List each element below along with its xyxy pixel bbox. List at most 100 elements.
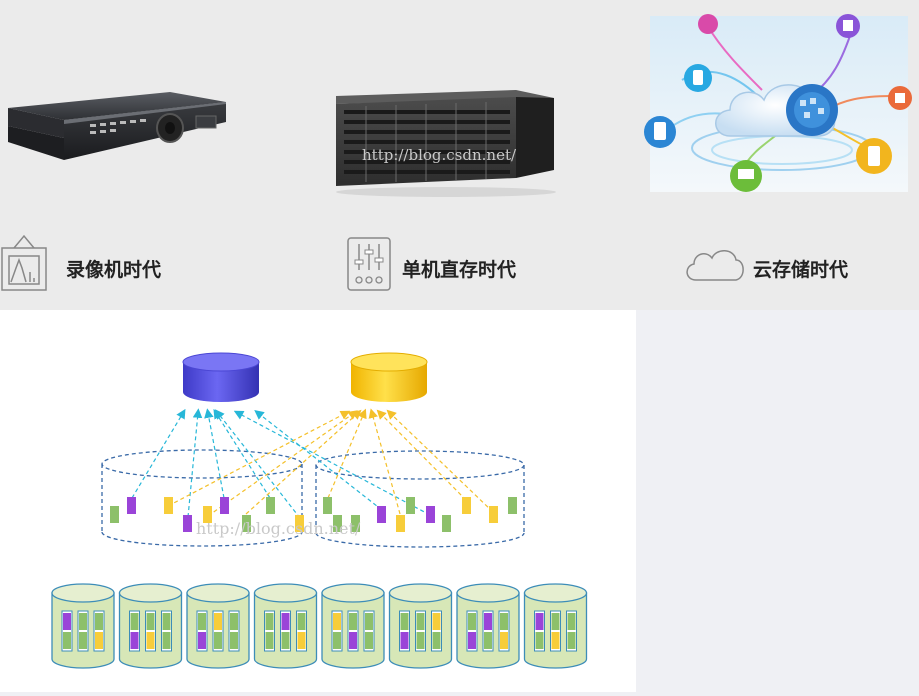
era-panel-standalone: http://blog.csdn.net/ 单机直存时代	[306, 0, 612, 310]
data-block	[95, 613, 103, 630]
disk-cylinder	[253, 583, 318, 669]
distributed-storage-diagram: http://blog.csdn.net/	[0, 310, 636, 692]
era-label-dvr: 录像机时代	[66, 259, 162, 281]
data-block	[63, 632, 71, 649]
data-block	[500, 632, 508, 649]
data-block	[468, 632, 476, 649]
data-block	[432, 632, 441, 649]
data-block	[281, 632, 290, 649]
watermark-top: http://blog.csdn.net/	[362, 146, 517, 164]
data-block	[79, 613, 87, 630]
data-block	[365, 613, 373, 630]
disk-slot	[212, 610, 224, 652]
data-block	[400, 613, 409, 630]
data-block	[535, 632, 544, 649]
disk-cylinder	[456, 583, 520, 669]
era-label-standalone: 单机直存时代	[402, 259, 517, 281]
disk-slot	[363, 610, 375, 652]
data-block	[297, 632, 306, 649]
data-block	[432, 613, 441, 630]
disk-slot	[280, 610, 291, 652]
data-block	[484, 613, 492, 630]
disk-array	[51, 583, 588, 669]
disk-slot	[264, 610, 275, 652]
era-panel-cloud: 云存储时代	[612, 0, 919, 310]
data-block	[551, 613, 560, 630]
data-block	[349, 632, 357, 649]
disk-slot	[534, 610, 545, 652]
disk-slot	[399, 610, 410, 652]
data-block	[484, 632, 492, 649]
data-block	[468, 613, 476, 630]
disk-slot	[347, 610, 359, 652]
disk-slot	[93, 610, 105, 652]
data-block	[416, 613, 425, 630]
data-block	[198, 613, 206, 630]
data-block	[297, 613, 306, 630]
disk-slot	[482, 610, 494, 652]
disk-cylinder	[186, 583, 250, 669]
disk-slot	[77, 610, 89, 652]
disk-slot	[566, 610, 577, 652]
disk-slot	[296, 610, 307, 652]
data-block	[281, 613, 290, 630]
disk-cylinder	[118, 583, 183, 669]
disk-slot	[228, 610, 240, 652]
data-block	[130, 613, 139, 630]
era-panel-dvr: 录像机时代	[0, 0, 306, 310]
disk-cylinder	[388, 583, 453, 669]
rack-storage-server-image: http://blog.csdn.net/	[336, 90, 556, 197]
data-block	[551, 632, 560, 649]
left-group-blocks	[110, 497, 304, 532]
data-block	[79, 632, 87, 649]
dvr-recorder-image	[8, 92, 226, 160]
right-group-blocks	[323, 497, 517, 532]
data-block	[146, 613, 155, 630]
data-block	[146, 632, 155, 649]
data-block	[214, 613, 222, 630]
data-block	[95, 632, 103, 649]
disk-cylinder	[523, 583, 588, 669]
disk-slot	[61, 610, 73, 652]
disk-slot	[196, 610, 208, 652]
data-block	[230, 632, 238, 649]
data-block	[265, 632, 274, 649]
yellow-data-cylinder	[350, 352, 428, 402]
cloud-network-illustration	[644, 14, 912, 192]
disk-slot	[550, 610, 561, 652]
disk-slot	[498, 610, 510, 652]
data-block	[162, 613, 171, 630]
tower-frame-icon	[1, 234, 47, 291]
node-group-right	[315, 450, 525, 548]
diagram-canvas: http://blog.csdn.net/	[51, 352, 588, 669]
data-block	[333, 613, 341, 630]
disk-slot	[431, 610, 442, 652]
data-block	[265, 613, 274, 630]
data-block	[567, 632, 576, 649]
data-block	[214, 632, 222, 649]
blue-data-cylinder	[182, 352, 260, 402]
disk-slot	[145, 610, 156, 652]
data-block	[333, 632, 341, 649]
disk-slot	[415, 610, 426, 652]
equalizer-icon	[347, 237, 391, 291]
data-block	[230, 613, 238, 630]
disk-cylinder	[321, 583, 385, 669]
yellow-replication-arrows	[167, 408, 494, 517]
disk-slot	[331, 610, 343, 652]
data-block	[567, 613, 576, 630]
empty-area	[636, 310, 919, 692]
data-block	[349, 613, 357, 630]
watermark-bottom: http://blog.csdn.net/	[196, 519, 361, 538]
disk-slot	[161, 610, 172, 652]
era-label-cloud: 云存储时代	[753, 259, 849, 281]
data-block	[500, 613, 508, 630]
cloud-icon	[686, 250, 744, 281]
disk-slot	[466, 610, 478, 652]
data-block	[535, 613, 544, 630]
data-block	[130, 632, 139, 649]
data-block	[198, 632, 206, 649]
data-block	[365, 632, 373, 649]
disk-slot	[129, 610, 140, 652]
data-block	[416, 632, 425, 649]
